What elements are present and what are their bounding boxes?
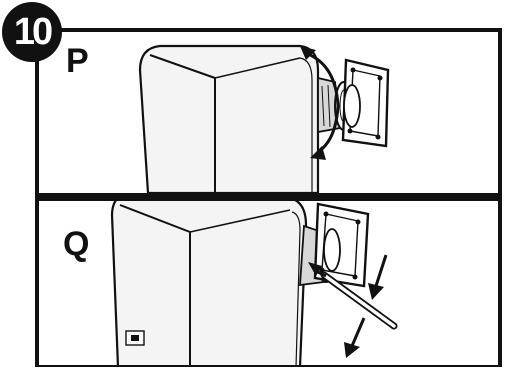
rotation-arrow-icon — [300, 46, 340, 160]
speaker-bottom — [110, 201, 336, 365]
step-number-badge: 10 — [2, 2, 62, 62]
panel-frame-top — [35, 28, 502, 197]
wall-bracket-bottom — [313, 202, 370, 288]
panel-label-p: P — [66, 42, 89, 80]
down-arrow-icon — [344, 254, 388, 358]
speaker-top — [138, 44, 354, 193]
hex-key-icon — [308, 262, 398, 330]
wall-bracket-top — [341, 58, 390, 148]
panel-label-q: Q — [63, 225, 90, 263]
